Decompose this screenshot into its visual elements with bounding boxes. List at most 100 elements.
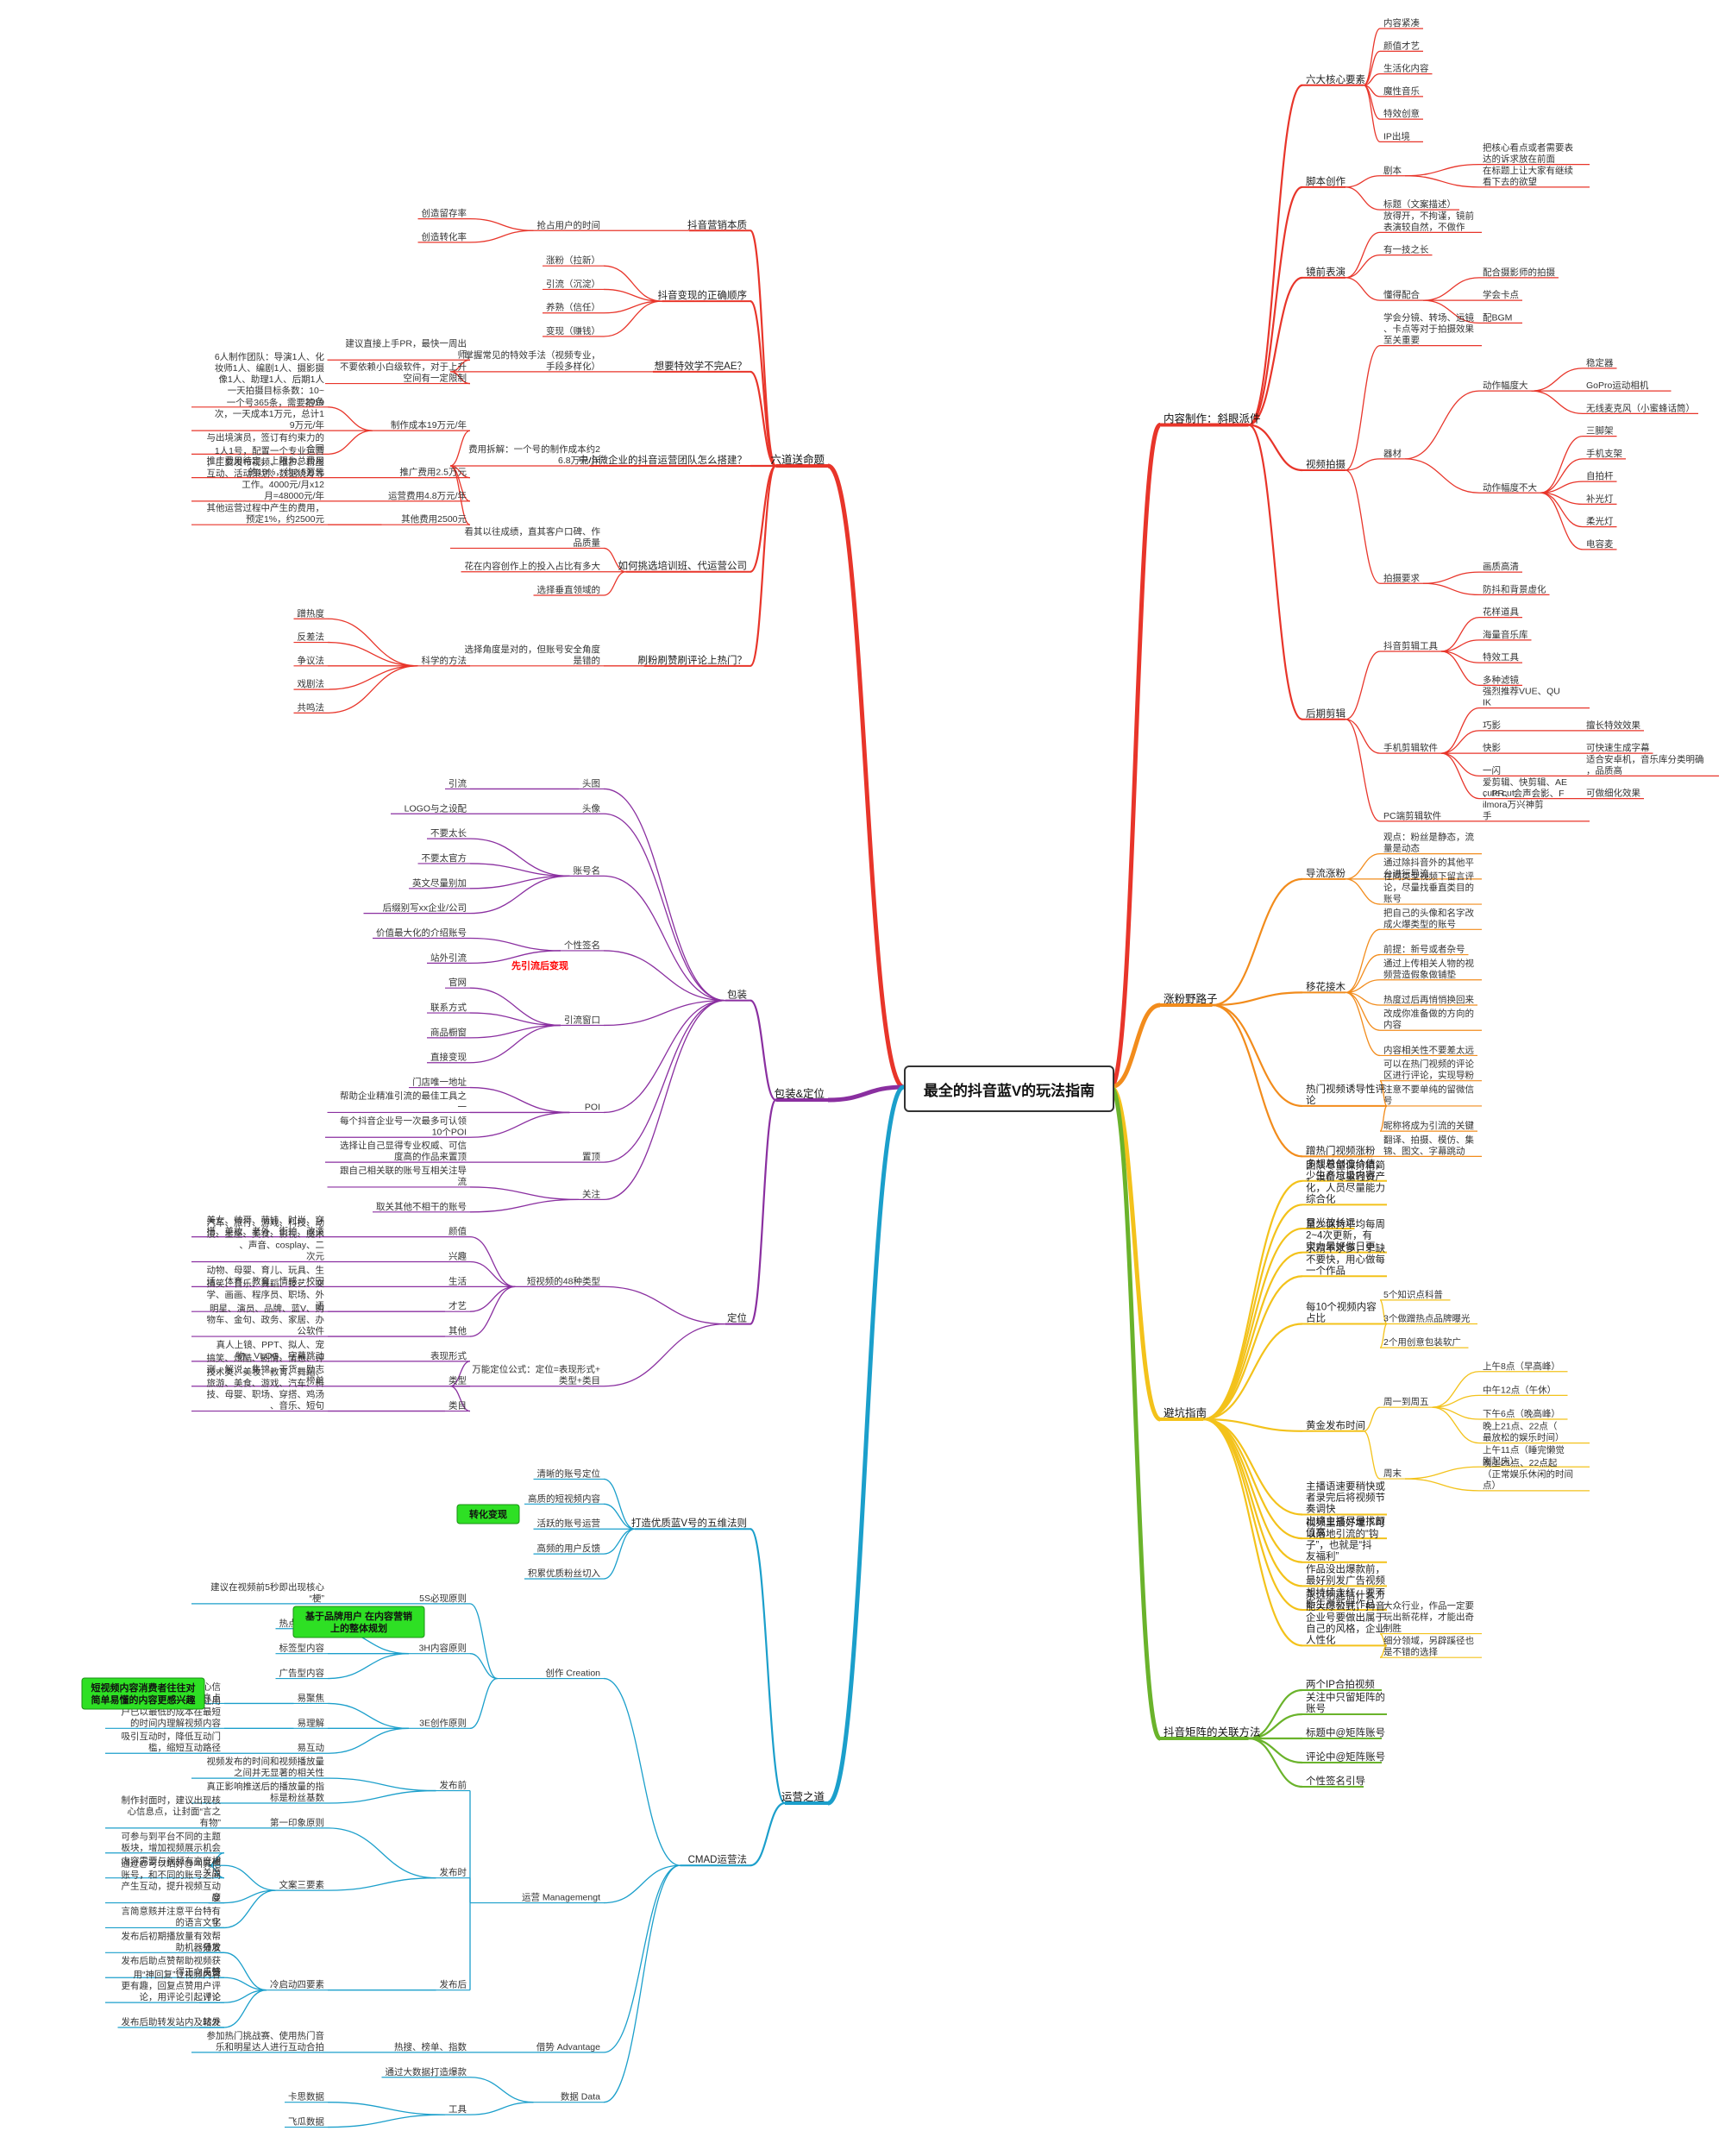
mindmap-node[interactable]: 头图: [582, 778, 600, 789]
mindmap-node[interactable]: cute cut: [1483, 789, 1515, 799]
mindmap-node[interactable]: 剧本: [1383, 165, 1402, 176]
mindmap-node[interactable]: 抖音矩阵的关联方法: [1164, 1725, 1261, 1738]
mindmap-node[interactable]: PC端剪辑软件: [1383, 810, 1441, 821]
mindmap-node[interactable]: 借势 Advantage: [536, 2041, 600, 2052]
mindmap-node[interactable]: @: [211, 1893, 221, 1903]
mindmap-node[interactable]: 中小微企业的抖音运营团队怎么搭建？: [579, 454, 748, 466]
mindmap-node[interactable]: 涨粉野路子: [1164, 992, 1218, 1005]
mindmap-node[interactable]: 高质的短视频内容: [528, 1493, 600, 1504]
mindmap-node[interactable]: 账号名: [574, 864, 601, 876]
mindmap-node[interactable]: 定位: [727, 1312, 747, 1324]
mindmap-node[interactable]: 补光灯: [1586, 493, 1614, 504]
mindmap-node[interactable]: 不要太长: [430, 827, 467, 839]
mindmap-node[interactable]: GoPro运动相机: [1586, 380, 1649, 391]
mindmap-node[interactable]: 卡思数据: [288, 2091, 324, 2103]
mindmap-node[interactable]: 广告型内容: [279, 1668, 325, 1679]
mindmap-node[interactable]: 配合摄影师的拍摄: [1483, 267, 1555, 278]
mindmap-node[interactable]: 镜前表演: [1306, 266, 1346, 278]
mindmap-node[interactable]: 手机支架: [1586, 448, 1622, 459]
mindmap-node[interactable]: 取关其他不相干的账号: [376, 1201, 467, 1212]
mindmap-node[interactable]: 中午12点（午休）: [1483, 1384, 1556, 1395]
mindmap-node[interactable]: #: [216, 1855, 221, 1865]
mindmap-node[interactable]: 飞瓜数据: [288, 2116, 324, 2128]
mindmap-node[interactable]: 3H内容原则: [419, 1643, 467, 1654]
mindmap-node[interactable]: 易互动: [298, 1743, 325, 1753]
mindmap-node[interactable]: 争议法: [298, 655, 325, 666]
mindmap-node[interactable]: 置顶: [582, 1152, 600, 1162]
mindmap-node[interactable]: 发布前: [440, 1780, 467, 1791]
mindmap-node[interactable]: 3E创作原则: [419, 1717, 467, 1728]
mindmap-node[interactable]: 后期剪辑: [1306, 707, 1346, 720]
mindmap-node[interactable]: 清晰的账号定位: [537, 1468, 601, 1479]
mindmap-node[interactable]: 动作幅度大: [1483, 380, 1528, 391]
mindmap-node[interactable]: 可快速生成字幕: [1586, 742, 1650, 753]
mindmap-node[interactable]: 黄金发布时间: [1306, 1419, 1365, 1431]
mindmap-node[interactable]: 戏剧法: [298, 678, 325, 689]
mindmap-node[interactable]: 门店唯一地址: [412, 1077, 467, 1088]
mindmap-node[interactable]: 生活化内容: [1383, 63, 1429, 74]
mindmap-node[interactable]: 易聚焦: [298, 1692, 325, 1703]
mindmap-node[interactable]: 画质高清: [1483, 561, 1519, 572]
mindmap-node[interactable]: 才艺: [448, 1300, 467, 1311]
mindmap-node[interactable]: 养熟（信任）: [546, 302, 600, 313]
mindmap-node[interactable]: 标题（文案描述）: [1383, 198, 1456, 210]
mindmap-node[interactable]: 上午8点（早高峰）: [1483, 1361, 1560, 1372]
mindmap-node[interactable]: 字: [212, 1916, 222, 1927]
mindmap-node[interactable]: 文案三要素: [279, 1879, 325, 1890]
mindmap-node[interactable]: 多想着创造价值，少生产垃圾内容: [1306, 1158, 1385, 1181]
mindmap-node[interactable]: 懂得配合: [1383, 289, 1420, 300]
mindmap-node[interactable]: 动物、母婴、育儿、玩具、生活、体育、教育、情感、校园: [207, 1264, 325, 1286]
mindmap-node[interactable]: 器材: [1383, 448, 1402, 459]
mindmap-node[interactable]: 个性签名: [564, 940, 600, 951]
mindmap-node[interactable]: 防抖和背景虚化: [1483, 583, 1546, 594]
mindmap-node[interactable]: 生活: [448, 1275, 467, 1286]
mindmap-node[interactable]: 如何挑选培训班、代运营公司: [618, 560, 748, 572]
mindmap-node[interactable]: 汽车、旅行、游戏、科技、动漫、星座、美食、影视、魔术、声音、cosplay、二次…: [207, 1217, 325, 1262]
mindmap-node[interactable]: 内容相关性不要差太远: [1383, 1044, 1474, 1055]
mindmap-node[interactable]: 技术类、美妆、教育、舞蹈、旅游、美食、游戏、汽车、科技、母婴、职场、穿搭、鸡汤、…: [207, 1367, 325, 1411]
mindmap-node[interactable]: 抖音变现的正确顺序: [658, 289, 748, 301]
mindmap-node[interactable]: 评论: [203, 1991, 221, 2002]
mindmap-node[interactable]: 发布后: [440, 1979, 467, 1990]
mindmap-node[interactable]: 类目: [448, 1400, 467, 1411]
mindmap-node[interactable]: 引流（沉淀）: [546, 278, 600, 289]
mindmap-node[interactable]: 冷启动四要素: [270, 1979, 324, 1990]
mindmap-node[interactable]: 两个IP合拍视频: [1306, 1678, 1375, 1690]
mindmap-node[interactable]: 稳定器: [1586, 357, 1614, 368]
mindmap-node[interactable]: 直接变现: [430, 1052, 467, 1063]
mindmap-node[interactable]: 真人上镜、PPT、拟人、宠物、VLOG、字幕跳动: [216, 1339, 324, 1361]
mindmap-node[interactable]: 不要太官方: [422, 852, 467, 864]
mindmap-node[interactable]: 抖音营销本质: [687, 218, 747, 230]
mindmap-node[interactable]: 创造留存率: [422, 208, 467, 219]
mindmap-node[interactable]: 目光放长远: [1306, 1216, 1356, 1229]
mindmap-node[interactable]: 擅长特效效果: [1586, 720, 1640, 731]
mindmap-node[interactable]: 5S必现原则: [419, 1593, 467, 1604]
mindmap-node[interactable]: 积累优质粉丝切入: [528, 1568, 600, 1579]
mindmap-node[interactable]: 第一印象原则: [270, 1817, 324, 1828]
mindmap-node[interactable]: 想要特效学不完AE？: [655, 360, 747, 372]
mindmap-node[interactable]: 转发: [203, 2016, 221, 2027]
mindmap-node[interactable]: 自拍杆: [1586, 470, 1614, 481]
